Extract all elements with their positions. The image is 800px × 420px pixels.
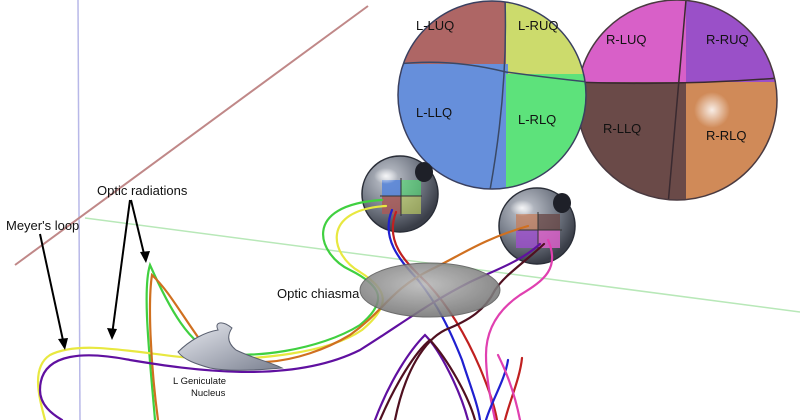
arrowheads bbox=[58, 251, 150, 350]
l-geniculate-nucleus bbox=[177, 322, 284, 371]
r-ruq-label: R-RUQ bbox=[706, 32, 749, 47]
axis-line-diagonal-red bbox=[14, 5, 369, 266]
fiber-purple-lower bbox=[373, 333, 470, 420]
fiber-brown bbox=[393, 242, 546, 420]
fiber-brown-lower bbox=[378, 338, 477, 420]
optic-radiations-label: Optic radiations bbox=[97, 183, 188, 198]
meyers-loop-label: Meyer's loop bbox=[6, 218, 79, 233]
fiber-red-lower bbox=[503, 356, 524, 420]
fiber-yellow bbox=[36, 204, 388, 420]
fiber-blue-lower bbox=[484, 358, 510, 420]
arrow-radiations-1 bbox=[111, 199, 131, 336]
fiber-magenta bbox=[484, 238, 554, 420]
arrow-meyers bbox=[39, 233, 65, 346]
arrow-radiations-2 bbox=[130, 199, 146, 259]
fiber-magenta-lower bbox=[496, 353, 522, 420]
r-luq-label: R-LUQ bbox=[606, 32, 646, 47]
left-eye bbox=[361, 155, 439, 233]
r-llq-label: R-LLQ bbox=[603, 121, 641, 136]
l-llq-label: L-LLQ bbox=[416, 105, 452, 120]
lgn-label-line1: L Geniculate bbox=[173, 376, 226, 387]
l-luq-label: L-LUQ bbox=[416, 18, 454, 33]
l-ruq-label: L-RUQ bbox=[518, 18, 558, 33]
optic-chiasma-label: Optic chiasma bbox=[277, 286, 360, 301]
annotation-arrows bbox=[39, 199, 146, 346]
l-rlq-label: L-RLQ bbox=[518, 112, 556, 127]
fiber-green bbox=[145, 198, 384, 420]
optic-chiasma bbox=[359, 262, 501, 318]
right-eye bbox=[498, 187, 576, 265]
left-eye-pupil-icon bbox=[415, 162, 433, 182]
right-visual-field-sphere bbox=[577, 0, 777, 200]
right-eye-pupil-icon bbox=[553, 193, 571, 213]
lgn-label-line2: Nucleus bbox=[191, 388, 226, 399]
r-rlq-label: R-RLQ bbox=[706, 128, 746, 143]
axis-line-vertical bbox=[77, 0, 81, 420]
